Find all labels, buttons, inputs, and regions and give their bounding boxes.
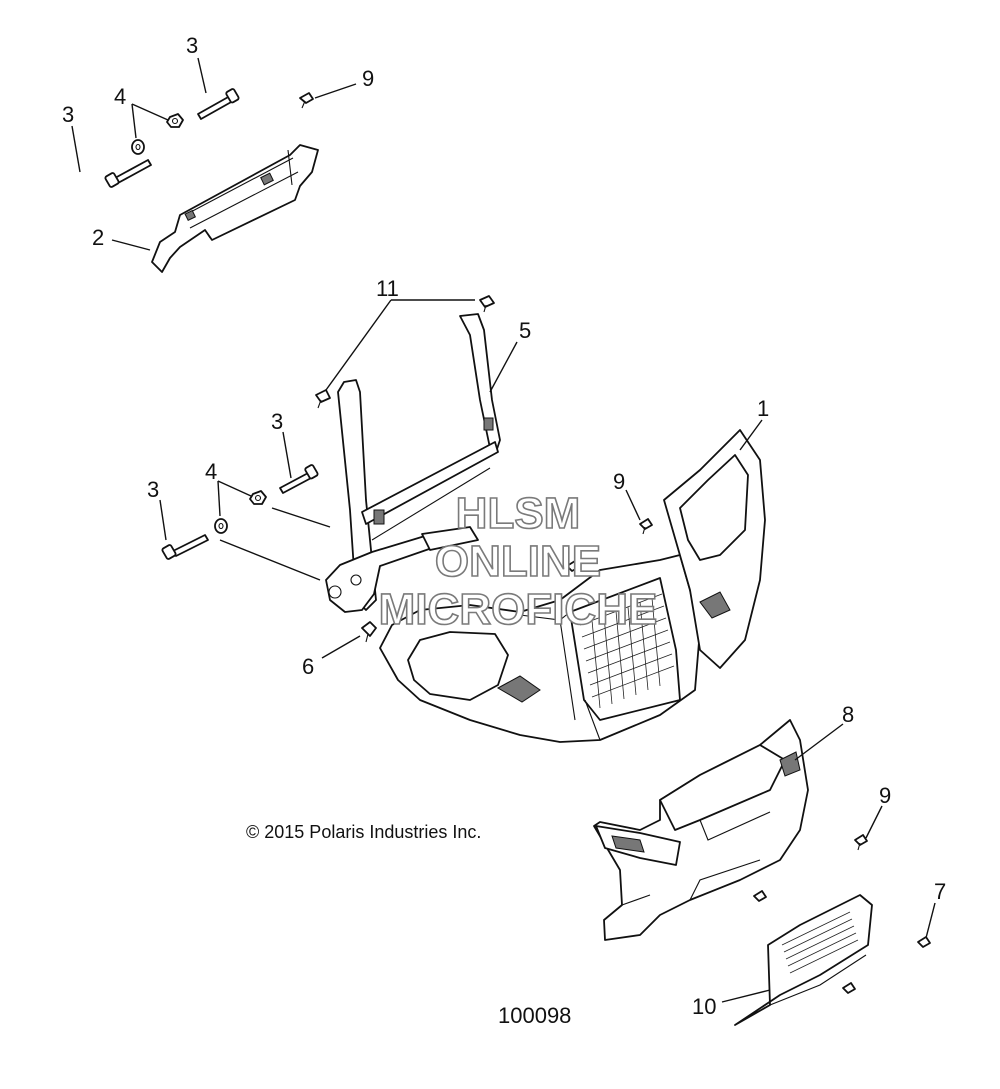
copyright-notice: © 2015 Polaris Industries Inc. [246,822,481,842]
callout-1: 1 [757,396,769,421]
leader-lines [71,57,936,1003]
part-6-fastener [361,621,377,643]
watermark-line-3: MICROFICHE [379,585,658,634]
watermark: HLSM ONLINE MICROFICHE [378,488,658,635]
part-4-nut-mid [249,490,267,505]
callout-8: 8 [842,702,854,727]
part-3-bolt-top-left [197,88,240,120]
callout-4: 4 [205,459,217,484]
callout-2: 2 [92,225,104,250]
fascia-grille-mesh [579,593,675,709]
callout-5: 5 [519,318,531,343]
callout-6: 6 [302,654,314,679]
callout-3: 3 [62,102,74,127]
part-9-screw-fascia-lower [566,560,580,572]
part-9-screw-fascia [639,518,653,535]
watermark-line-1: HLSM [456,489,581,538]
part-2-mount-bracket [151,144,319,273]
watermark-line-2: ONLINE [435,537,601,586]
part-4-washer-upper [131,139,145,155]
part-3-bolt-left [104,159,152,188]
part-9-screw-skid [842,982,856,994]
part-3-bolt-mid-lower [161,534,209,560]
callout-10: 10 [692,994,716,1019]
callout-11: 11 [376,276,399,301]
part-4-washer-mid [214,518,228,534]
drawing-number: 100098 [498,1003,571,1028]
part-7-fastener [917,936,931,948]
part-1-front-fascia [379,429,766,743]
part-11-clip-right [479,295,495,313]
callout-3: 3 [147,477,159,502]
callout-labels: 3 9 4 3 2 11 5 1 3 9 4 3 6 8 9 7 10 [62,33,946,1019]
part-11-clip-left [315,389,331,409]
callout-3: 3 [271,409,283,434]
callout-4: 4 [114,84,126,109]
callout-9: 9 [362,66,374,91]
part-9-screw-top [299,92,314,109]
callout-3: 3 [186,33,198,58]
part-9-screw-bumper-lower [753,890,767,902]
part-5-front-frame [325,313,501,613]
part-4-nut-upper [166,113,184,128]
callout-9: 9 [879,783,891,808]
part-8-lower-bumper [593,719,809,941]
part-9-screw-bumper [854,834,868,851]
callout-9: 9 [613,469,625,494]
part-10-skid-plate [734,894,873,1026]
callout-7: 7 [934,879,946,904]
part-3-bolt-mid-upper [279,464,319,494]
skid-plate-vents [781,911,859,974]
